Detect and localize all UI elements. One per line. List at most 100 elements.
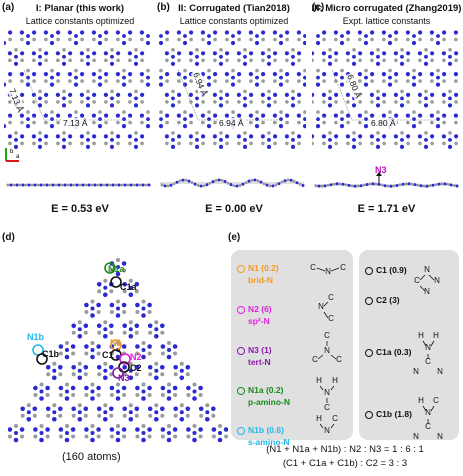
lattice-atom [213,100,217,104]
side-atom [24,183,28,187]
lattice-atom [435,124,441,129]
side-atom [301,184,305,187]
molecule-atom [58,406,63,412]
molecule-atom [179,375,185,381]
molecule-atom [96,323,102,329]
lattice-atom [442,30,447,35]
lattice-atom [411,40,417,46]
lattice-atom [448,96,452,101]
molecule-atom [179,410,184,415]
lattice-atom [85,103,91,108]
lattice-atom [272,72,277,77]
side-atom [253,178,257,182]
lattice-atom [334,58,338,63]
side-atom [341,182,345,186]
molecule-atom [84,427,89,432]
lattice-atom [454,134,459,139]
lattice-atom [206,124,212,129]
lattice-atom [188,51,193,56]
molecule-atom [116,265,120,269]
molecule-atom [121,261,127,266]
molecule-atom [198,385,203,391]
molecule-atom [103,285,108,290]
lattice-atom [206,82,212,87]
side-atom [353,184,357,188]
lattice-atom [412,117,416,121]
lattice-atom [79,51,84,56]
panel-label-b: (b) [157,2,170,13]
molecule-atom [77,320,82,325]
lattice-atom [315,82,321,87]
side-atom [9,183,13,187]
molecule-atom [160,351,165,356]
lattice-atom [447,103,453,108]
lattice-atom [109,144,115,149]
side-atom [120,183,124,187]
side-atom [138,183,142,187]
lattice-atom [61,103,67,108]
lattice-atom [110,96,114,101]
panel-b-energy: E = 0.00 eV [205,203,263,215]
side-atom [377,182,381,186]
lattice-atom [411,82,417,87]
lattice-atom [56,79,60,83]
lattice-atom [128,120,132,125]
molecule-atom [52,361,57,366]
lattice-atom [49,124,55,129]
molecule-atom [20,413,25,418]
site-ring-icon [365,411,373,419]
lattice-atom [297,120,301,125]
molecule-atom [39,396,44,401]
nitrogen-legend-row: N3 (1)tert-N [237,345,272,367]
site-ring-icon [237,387,245,395]
lattice-atom [454,51,459,56]
molecule-atom [71,351,76,356]
lattice-atom [328,96,332,101]
side-atom [181,178,185,182]
lattice-atom [442,100,446,104]
lattice-atom [448,54,452,59]
bond-sketches: NCCNCCNCCCNHHCNHCCNCNNHHNCNNHCNCNN [310,263,443,440]
molecule-atom [96,385,101,391]
side-atom [455,184,459,188]
lattice-atom [171,131,175,135]
lattice-atom [32,72,37,77]
lattice-atom [418,72,423,77]
molecule-atom [84,385,89,391]
side-atom [440,182,444,186]
lattice-atom [110,48,114,52]
lattice-atom [183,68,187,73]
site-type: s-amino-N [248,437,290,447]
lattice-atom [284,92,289,97]
lattice-atom [266,61,272,66]
lattice-atom [424,138,428,142]
side-atom [344,183,348,187]
nitrogen-legend-row: N1 (0.2)brid-N [237,263,279,285]
lattice-atom [92,51,97,56]
molecule-atom [192,431,197,435]
lattice-atom [140,141,144,146]
lattice-atom [261,37,265,42]
lattice-atom [261,100,265,104]
lattice-atom [189,37,193,42]
lattice-atom [424,48,428,52]
lattice-atom [412,110,416,114]
lattice-atom [346,58,350,63]
lattice-atom [56,113,61,118]
lattice-atom [128,72,133,77]
lattice-atom [435,40,441,46]
lattice-atom [249,141,253,146]
lattice-atom [171,48,175,52]
lattice-atom [249,134,254,139]
lattice-atom [303,34,306,38]
lattice-atom [441,134,446,139]
site-highlight-ring [119,353,131,365]
lattice-atom [103,134,108,139]
molecule-atom [147,365,153,370]
site-name: C1a [376,347,392,357]
molecule-atom [185,372,190,377]
lattice-atom [26,117,30,121]
molecule-atom [147,385,152,391]
molecule-atom [96,282,102,287]
molecule-atom [96,406,102,412]
